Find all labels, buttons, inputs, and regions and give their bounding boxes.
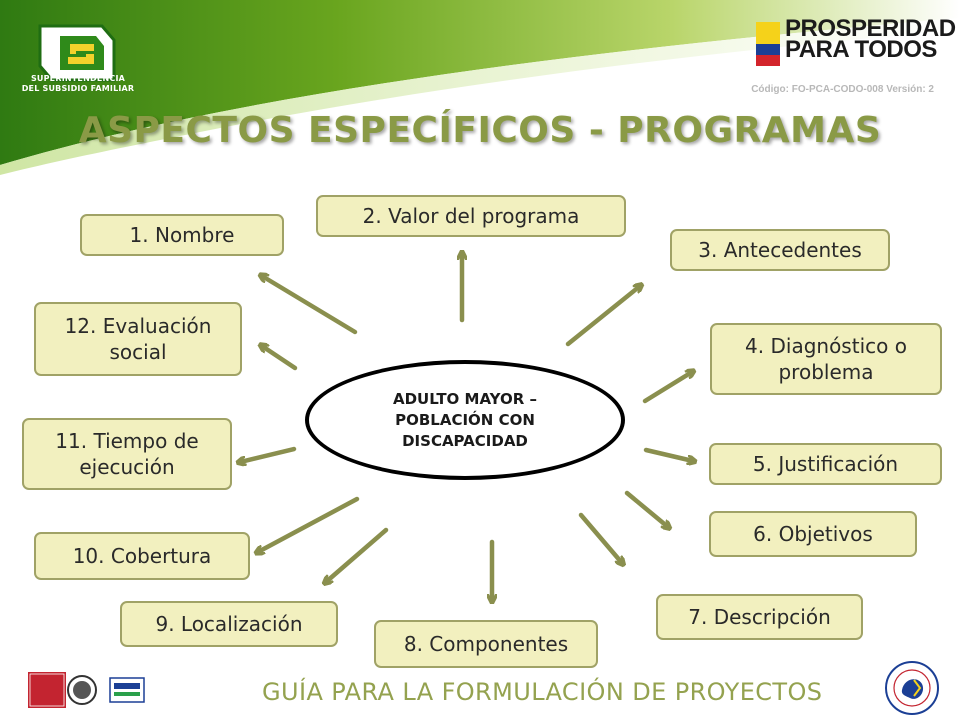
arrow-to-justificacion (643, 447, 693, 461)
slide-title: ASPECTOS ESPECÍFICOS - PROGRAMAS (78, 110, 882, 151)
arrow-to-evaluacion (262, 346, 298, 371)
seal-icon (885, 661, 939, 715)
prosperidad-flag-icon (756, 22, 780, 66)
item-justificacion: 5. Justificación (709, 443, 942, 485)
org-name-line2: DEL SUBSIDIO FAMILIAR (21, 84, 135, 93)
org-name: SUPERINTENDENCIA DEL SUBSIDIO FAMILIAR (18, 74, 138, 94)
item-diagnostico: 4. Diagnóstico o problema (710, 323, 942, 395)
footer-title: GUÍA PARA LA FORMULACIÓN DE PROYECTOS (262, 678, 823, 706)
arrow-to-nombre (262, 276, 358, 335)
item-componentes: 8. Componentes (374, 620, 598, 668)
header-band (0, 0, 960, 175)
brand-line2: PARA TODOS (785, 36, 937, 63)
item-tiempo: 11. Tiempo de ejecución (22, 418, 232, 490)
center-label: ADULTO MAYOR – POBLACIÓN CON DISCAPACIDA… (393, 389, 537, 450)
item-evaluacion: 12. Evaluación social (34, 302, 242, 376)
arrow-to-antecedentes (565, 286, 640, 347)
arrow-to-cobertura (258, 496, 360, 552)
brand-line1: PROSPERIDAD (785, 15, 956, 42)
item-nombre: 1. Nombre (80, 214, 284, 256)
arrow-to-descripcion (578, 512, 622, 563)
arrow-to-tiempo (240, 446, 297, 462)
item-valor-programa: 2. Valor del programa (316, 195, 626, 237)
item-antecedentes: 3. Antecedentes (670, 229, 890, 271)
center-ellipse: ADULTO MAYOR – POBLACIÓN CON DISCAPACIDA… (305, 360, 625, 480)
brand-text: PROSPERIDAD PARA TODOS (785, 15, 956, 63)
arrow-to-objetivos (624, 490, 668, 527)
item-descripcion: 7. Descripción (656, 594, 863, 640)
document-code: Código: FO-PCA-CODO-008 Versión: 2 (751, 84, 934, 95)
org-name-line1: SUPERINTENDENCIA (30, 74, 126, 83)
certification-logos (28, 672, 145, 708)
arrow-to-localizacion (326, 527, 389, 582)
arrow-to-diagnostico (642, 372, 692, 404)
item-cobertura: 10. Cobertura (34, 532, 250, 580)
item-localizacion: 9. Localización (120, 601, 338, 647)
item-objetivos: 6. Objetivos (709, 511, 917, 557)
superintendencia-logo (38, 24, 116, 82)
